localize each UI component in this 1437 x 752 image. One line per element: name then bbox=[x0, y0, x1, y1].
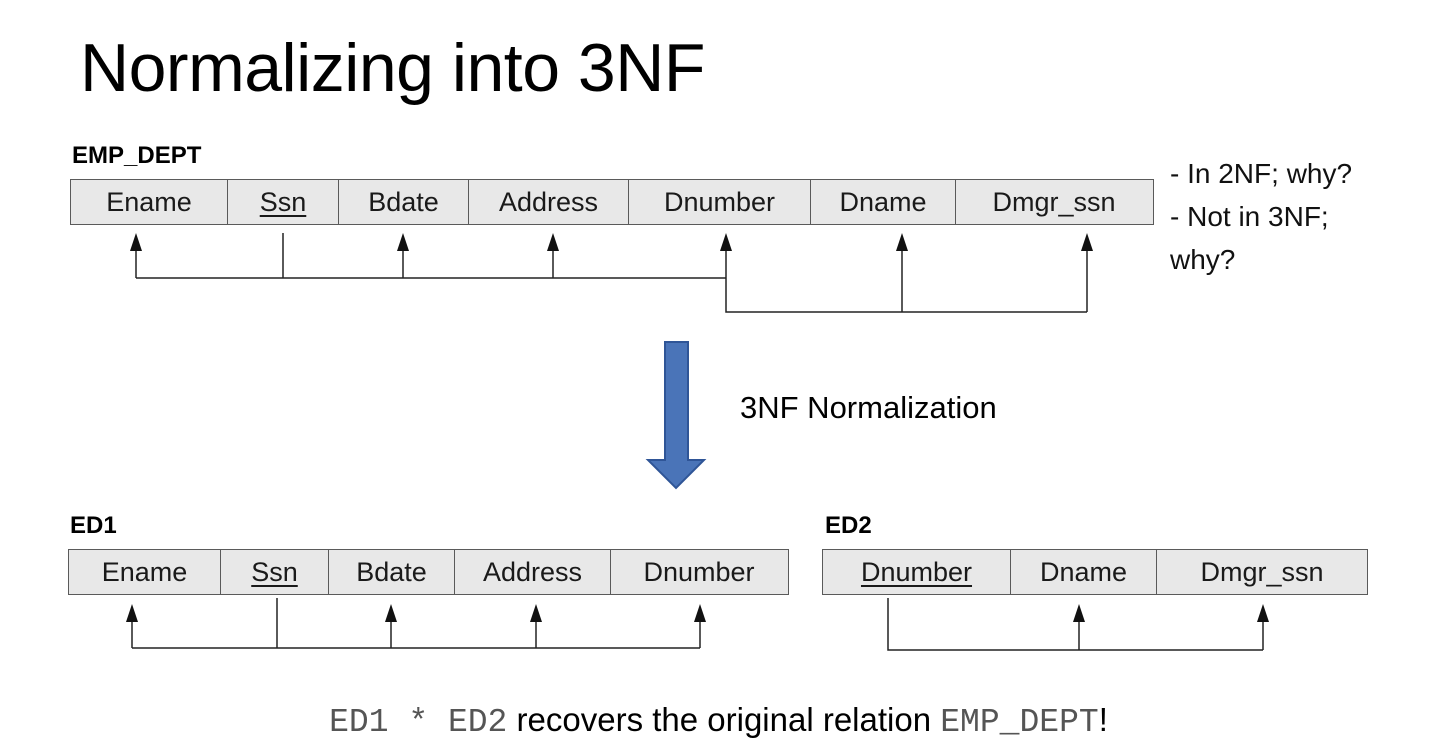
ed2-attr-dname: Dname bbox=[1011, 550, 1157, 594]
emp-dept-attr-dmgr-ssn: Dmgr_ssn bbox=[992, 186, 1116, 217]
side-notes: - In 2NF; why? - Not in 3NF; why? bbox=[1170, 152, 1430, 281]
emp-dept-attr-address: Address bbox=[469, 180, 629, 224]
ed1-table: Ename Ssn Bdate Address Dnumber bbox=[68, 549, 789, 595]
footer-relation: EMP_DEPT bbox=[940, 704, 1099, 741]
ed1-attr-bdate: Bdate bbox=[329, 550, 455, 594]
slide-title: Normalizing into 3NF bbox=[80, 30, 705, 106]
emp-dept-fd1 bbox=[135, 233, 727, 279]
ed1-label: ED1 bbox=[70, 512, 117, 539]
footer-statement: ED1 * ED2 recovers the original relation… bbox=[0, 698, 1437, 745]
arrowhead bbox=[896, 233, 908, 251]
ed2-table: Dnumber Dname Dmgr_ssn bbox=[822, 549, 1368, 595]
arrowhead bbox=[530, 604, 542, 622]
ed2-label: ED2 bbox=[825, 512, 872, 539]
arrowhead bbox=[1257, 604, 1269, 622]
ed1-attr-address: Address bbox=[455, 550, 611, 594]
emp-dept-table: Ename Ssn Bdate Address Dnumber Dname Dm… bbox=[70, 179, 1154, 225]
ed1-attr-ssn: Ssn bbox=[221, 550, 329, 594]
ed2-attr-dnumber: Dnumber bbox=[823, 550, 1011, 594]
emp-dept-attr-dname: Dname bbox=[811, 180, 956, 224]
arrowhead bbox=[1081, 233, 1093, 251]
arrowhead bbox=[397, 233, 409, 251]
note-line-1: - In 2NF; why? bbox=[1170, 158, 1353, 189]
footer-end: ! bbox=[1098, 701, 1108, 738]
emp-dept-label: EMP_DEPT bbox=[72, 142, 202, 169]
normalization-label: 3NF Normalization bbox=[740, 390, 997, 425]
ed1-attr-ename: Ename bbox=[69, 550, 221, 594]
emp-dept-attr-ename: Ename bbox=[71, 180, 228, 224]
arrowhead bbox=[547, 233, 559, 251]
emp-dept-attr-dnumber: Dnumber bbox=[629, 180, 811, 224]
footer-text: recovers the original relation bbox=[507, 701, 941, 738]
arrowhead bbox=[694, 604, 706, 622]
arrowhead bbox=[720, 233, 732, 251]
emp-dept-attr-ssn: Ssn bbox=[228, 180, 339, 224]
arrowhead bbox=[385, 604, 397, 622]
footer-expression: ED1 * ED2 bbox=[329, 704, 508, 741]
arrowhead bbox=[126, 604, 138, 622]
ed2-fd bbox=[887, 598, 1264, 651]
normalization-arrow-icon bbox=[645, 341, 707, 490]
note-line-3: why? bbox=[1170, 244, 1236, 275]
ed1-attr-dnumber: Dnumber bbox=[643, 556, 755, 587]
arrowhead bbox=[1073, 604, 1085, 622]
ed1-fd bbox=[131, 598, 701, 649]
ed2-attr-dmgr-ssn: Dmgr_ssn bbox=[1200, 556, 1324, 587]
arrowhead bbox=[130, 233, 142, 251]
emp-dept-attr-bdate: Bdate bbox=[339, 180, 469, 224]
note-line-2: - Not in 3NF; bbox=[1170, 201, 1329, 232]
